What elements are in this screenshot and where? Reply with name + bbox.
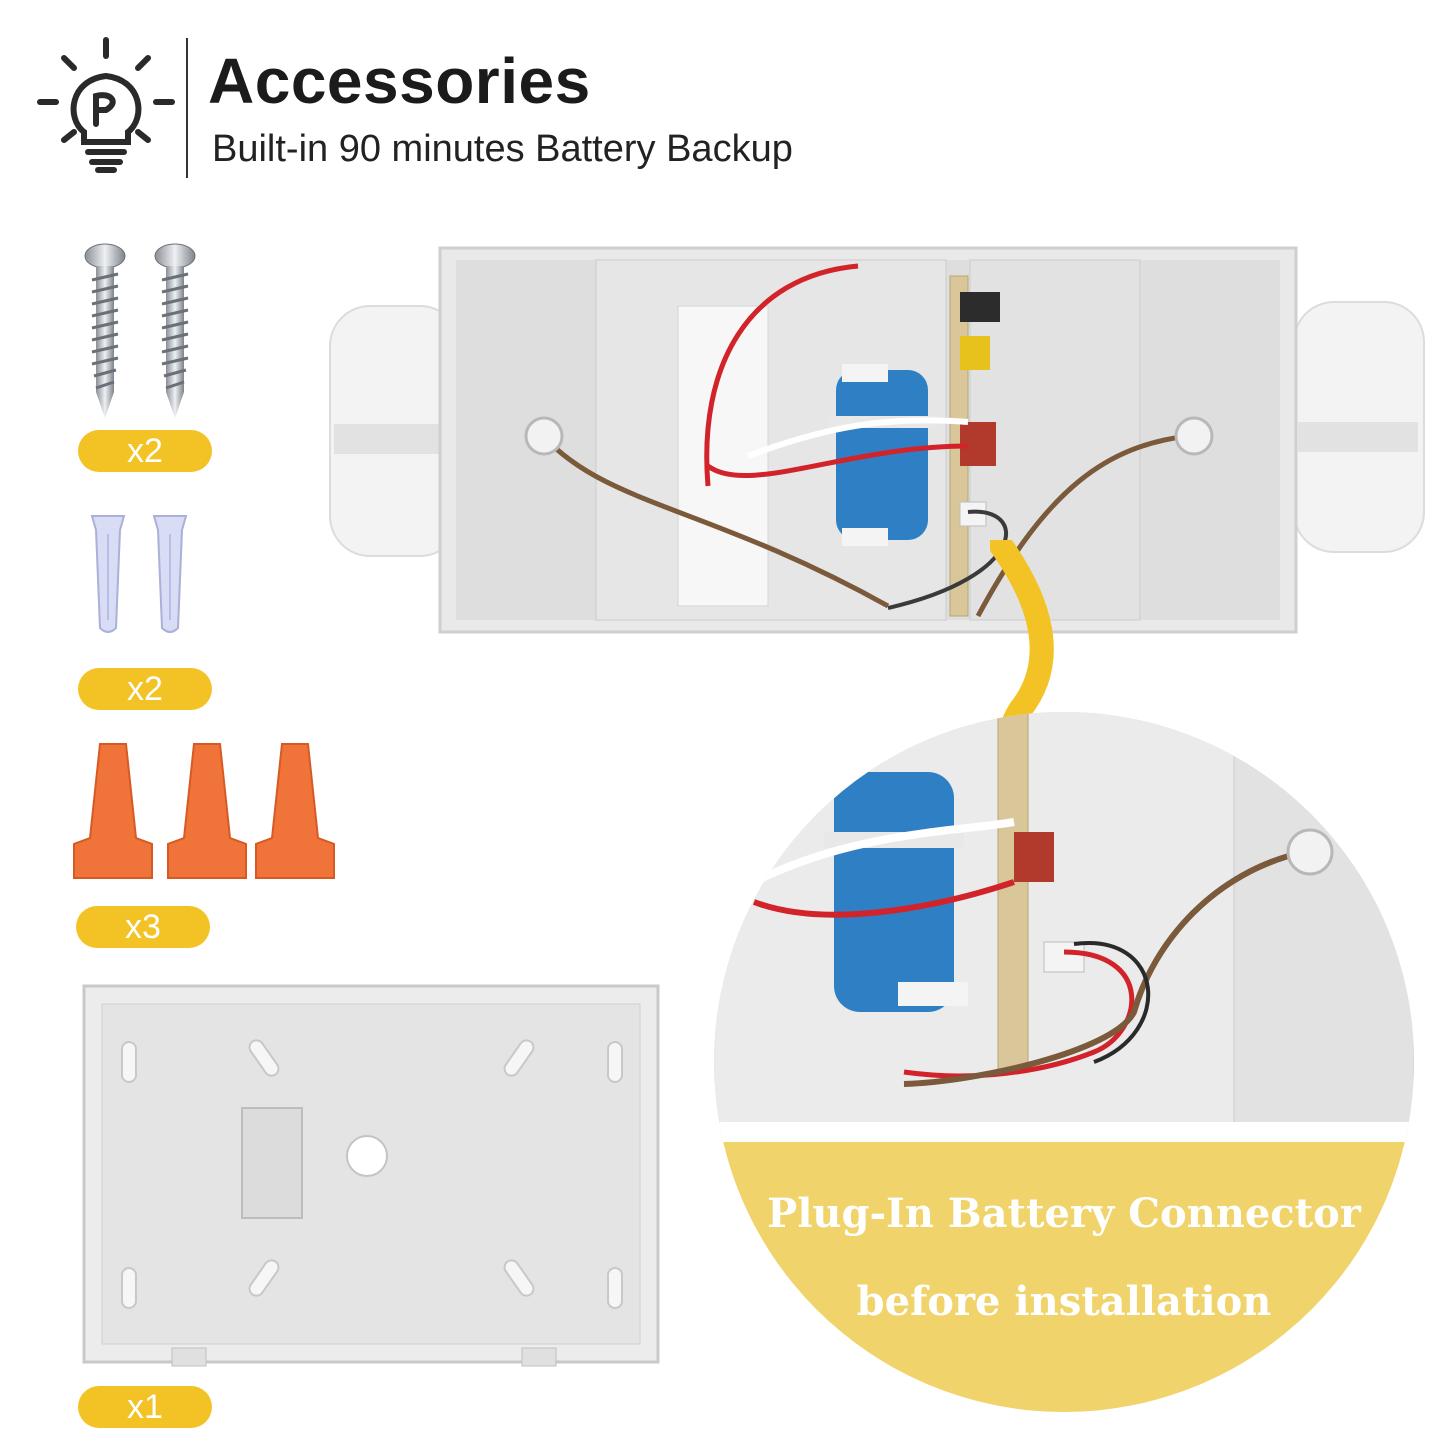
page-title: Accessories (208, 45, 591, 117)
callout-line-2: before installation (856, 1278, 1272, 1325)
screws-quantity-badge: x2 (78, 430, 212, 472)
callout-line-1: Plug-In Battery Connector (767, 1190, 1361, 1237)
page-subtitle: Built-in 90 minutes Battery Backup (212, 128, 793, 170)
fixture-housing-image (328, 246, 1428, 646)
zoom-callout: Plug-In Battery Connector before install… (714, 712, 1414, 1412)
lightbulb-icon (36, 36, 176, 176)
wire-nuts-quantity-badge: x3 (76, 906, 210, 948)
screws-image (70, 240, 210, 430)
wall-anchors-quantity-badge: x2 (78, 668, 212, 710)
wall-anchors-image (84, 510, 204, 640)
mounting-plate-image (82, 978, 662, 1370)
header-divider (186, 38, 188, 178)
mounting-plate-quantity-badge: x1 (78, 1386, 212, 1428)
wire-nuts-image (66, 738, 346, 888)
